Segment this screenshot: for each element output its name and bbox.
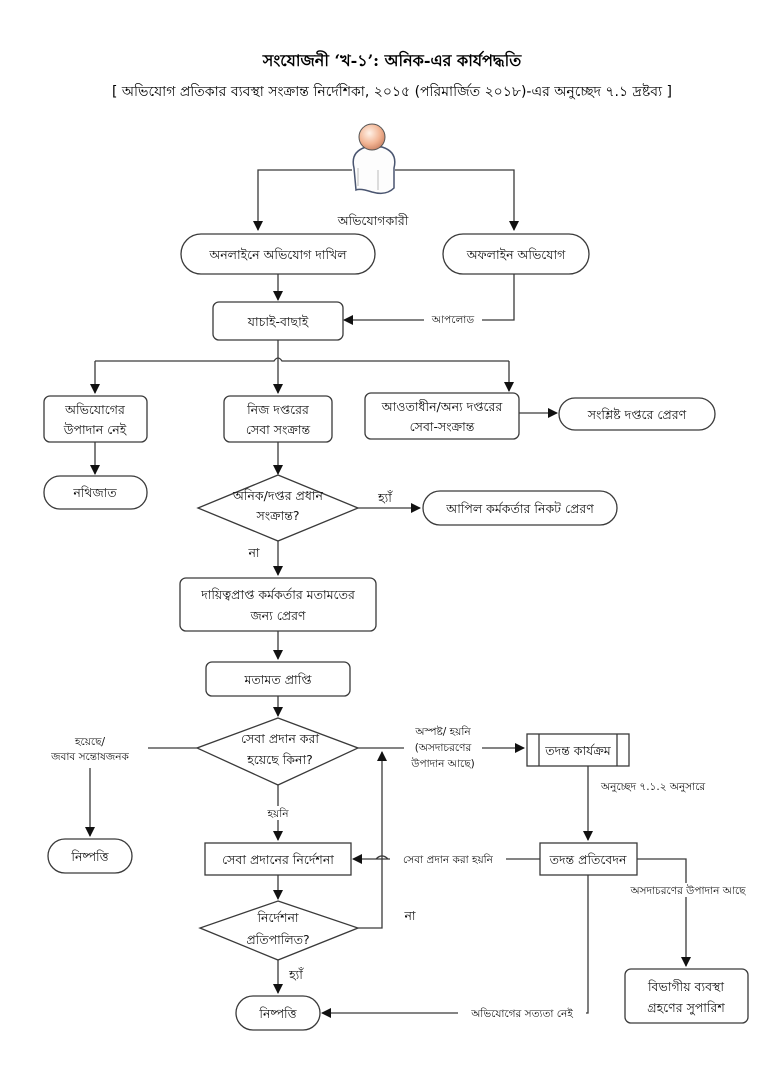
edge-not-complied bbox=[358, 751, 387, 929]
edge-offline-verify bbox=[343, 274, 515, 325]
label-not-served: হয়নি bbox=[267, 807, 290, 820]
label-para-ref: অনুচ্ছেদ ৭.১.২ অনুসারে bbox=[600, 781, 706, 793]
node-filed[interactable] bbox=[43, 475, 148, 510]
decision-complied-line2: প্রতিপালিত? bbox=[246, 932, 309, 947]
node-departmental-action[interactable] bbox=[624, 968, 749, 1024]
page-subtitle: [ অভিযোগ প্রতিকার ব্যবস্থা সংক্রান্ত নির… bbox=[112, 84, 672, 100]
node-investigation[interactable] bbox=[526, 733, 630, 767]
node-departmental-action-line1: বিভাগীয় ব্যবস্থা bbox=[647, 979, 724, 994]
node-other-office-line1: আওতাধীন/অন্য দপ্তরের bbox=[381, 399, 504, 414]
edge-branch-bus bbox=[95, 357, 509, 362]
node-settled-bottom[interactable] bbox=[235, 995, 321, 1031]
person-icon bbox=[352, 123, 396, 195]
node-investigation-report[interactable] bbox=[539, 842, 638, 876]
node-other-office[interactable] bbox=[364, 392, 520, 440]
node-no-element-line1: অভিযোগের bbox=[64, 402, 126, 417]
actor-label: অভিযোগকারী bbox=[337, 213, 409, 228]
node-settled-left-label: নিষ্পত্তি bbox=[70, 849, 109, 864]
decision-complied-line1: নির্দেশনা bbox=[256, 910, 298, 925]
node-opinion-received-label: মতামত প্রাপ্তি bbox=[243, 672, 312, 687]
node-investigation-label: তদন্ত কার্যক্রম bbox=[544, 743, 612, 758]
node-settled-bottom-label: নিষ্পত্তি bbox=[258, 1006, 297, 1021]
node-investigation-report-label: তদন্ত প্রতিবেদন bbox=[549, 852, 627, 867]
node-filed-label: নথিজাত bbox=[72, 485, 117, 500]
node-offline[interactable] bbox=[442, 233, 590, 275]
node-own-office-line1: নিজ দপ্তরের bbox=[246, 402, 310, 417]
node-verify-label: যাচাই-বাছাই bbox=[247, 314, 310, 329]
node-no-element-line2: উপাদান নেই bbox=[63, 422, 128, 437]
label-complied-yes: হ্যাঁ bbox=[288, 967, 304, 982]
node-send-concerned[interactable] bbox=[558, 397, 716, 431]
edge-actor-offline bbox=[395, 169, 519, 231]
node-service-directive-label: সেবা প্রদানের নির্দেশনা bbox=[222, 852, 334, 867]
label-upload: আপলোড bbox=[431, 314, 475, 326]
edge-report-no-truth bbox=[321, 875, 589, 1018]
decision-served-line2: হয়েছে কিনা? bbox=[246, 752, 313, 767]
node-appeal-officer-label: আপিল কর্মকর্তার নিকট প্রেরণ bbox=[445, 501, 595, 516]
node-send-opinion-line1: দায়িত্বপ্রাপ্ত কর্মকর্তার মতামতের bbox=[200, 587, 356, 602]
edge-actor-online bbox=[253, 169, 352, 231]
label-unclear-line2: (অসদাচরণের bbox=[415, 742, 473, 754]
node-send-opinion[interactable] bbox=[179, 577, 377, 632]
node-online-label: অনলাইনে অভিযোগ দাখিল bbox=[208, 247, 347, 262]
label-served-yes-line1: হয়েছে/ bbox=[74, 736, 106, 748]
label-unclear-line1: অস্পষ্ট/ হয়নি bbox=[414, 725, 471, 738]
node-appeal-officer[interactable] bbox=[422, 490, 618, 526]
decision-head-line1: অনিক/দপ্তর প্রধান bbox=[232, 488, 323, 503]
node-send-opinion-line2: জন্য প্রেরণ bbox=[249, 608, 307, 623]
node-send-concerned-label: সংশ্লিষ্ট দপ্তরে প্রেরণ bbox=[587, 407, 688, 422]
label-no-head: না bbox=[247, 545, 259, 560]
label-not-complied: না bbox=[403, 908, 415, 923]
edge-report-misconduct bbox=[637, 858, 691, 967]
label-no-truth: অভিযোগের সত্যতা নেই bbox=[470, 1007, 574, 1020]
decision-head-line2: সংক্রান্ত? bbox=[256, 508, 300, 523]
label-service-not-given: সেবা প্রদান করা হয়নি bbox=[403, 853, 494, 866]
node-settled-left[interactable] bbox=[47, 838, 133, 874]
label-yes-head: হ্যাঁ bbox=[377, 490, 393, 505]
node-other-office-line2: সেবা-সংক্রান্ত bbox=[410, 419, 476, 434]
node-offline-label: অফলাইন অভিযোগ bbox=[466, 247, 566, 262]
edge-report-directive bbox=[353, 856, 540, 859]
label-served-yes-line2: জবাব সন্তোষজনক bbox=[50, 751, 129, 763]
label-unclear-line3: উপাদান আছে) bbox=[410, 757, 474, 770]
label-misconduct: অসদাচরণের উপাদান আছে bbox=[629, 884, 747, 897]
node-departmental-action-line2: গ্রহণের সুপারিশ bbox=[647, 1000, 725, 1016]
node-own-office-line2: সেবা সংক্রান্ত bbox=[246, 422, 312, 437]
page-title: সংযোজনী ‘খ-১’: অনিক-এর কার্যপদ্ধতি bbox=[262, 51, 522, 70]
decision-served-line1: সেবা প্রদান করা bbox=[241, 731, 319, 746]
